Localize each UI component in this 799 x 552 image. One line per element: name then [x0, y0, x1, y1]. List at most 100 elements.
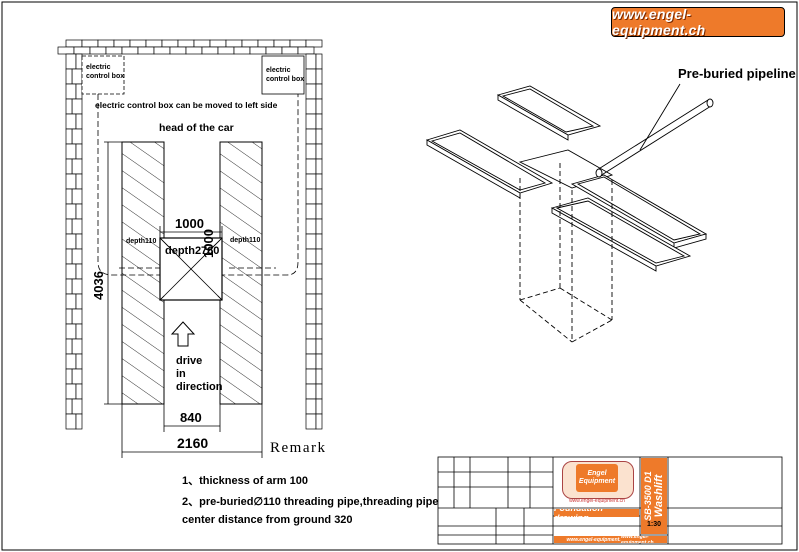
wall-brick	[315, 83, 323, 100]
wall-brick	[169, 46, 187, 55]
remark-item-2: 2、pre-buried∅110 threading pipe,threadin…	[182, 496, 439, 508]
wall-brick	[305, 248, 317, 265]
wall-brick	[201, 46, 219, 55]
wall-brick	[305, 353, 317, 370]
wall-brick	[305, 308, 317, 325]
wall-brick	[65, 278, 73, 295]
logo-word-1: Engel	[587, 470, 607, 477]
wall-brick	[315, 188, 323, 205]
drawing-name-cell: Foundation drawing	[554, 509, 639, 517]
brand-banner[interactable]: www.engel-equipment.ch	[611, 6, 785, 38]
wall-brick	[65, 203, 77, 220]
wall-brick	[75, 413, 83, 430]
wall-brick	[315, 338, 323, 355]
wall-brick	[177, 39, 195, 48]
wall-brick	[75, 383, 83, 400]
wall-brick	[305, 293, 317, 310]
wall-brick	[315, 173, 323, 190]
wall-brick	[315, 98, 323, 115]
wall-brick	[65, 173, 77, 190]
brick-wall	[57, 39, 330, 440]
title-block	[437, 456, 783, 545]
wall-brick	[75, 353, 83, 370]
wall-brick	[71, 368, 83, 385]
wall-brick	[305, 39, 323, 48]
wall-brick	[217, 46, 235, 55]
brand-url: www.engel-equipment.ch	[612, 6, 706, 38]
wall-brick	[305, 398, 317, 415]
wall-brick	[297, 46, 315, 55]
wall-brick	[65, 323, 77, 340]
wall-brick	[305, 368, 317, 385]
wall-brick	[185, 46, 203, 55]
wall-brick	[249, 46, 267, 55]
wall-brick	[121, 46, 139, 55]
wall-brick	[65, 338, 73, 355]
remark-title: Remark	[270, 440, 327, 456]
wall-brick	[75, 293, 83, 310]
right-track	[219, 141, 263, 405]
wall-brick	[315, 233, 323, 250]
wall-brick	[281, 46, 299, 55]
wall-brick	[75, 143, 83, 160]
scale-value: 1:30	[647, 521, 662, 528]
wall-brick	[81, 39, 99, 48]
wall-brick	[161, 39, 179, 48]
wall-brick	[65, 83, 77, 100]
wall-brick	[137, 46, 155, 55]
left-depth-label: depth110	[126, 238, 157, 245]
wall-brick	[305, 188, 317, 205]
wall-brick	[273, 39, 291, 48]
wall-brick	[65, 413, 77, 430]
head-of-car-label: head of the car	[159, 122, 234, 134]
outer-width-dim: 2160	[177, 435, 209, 451]
wall-brick	[315, 53, 323, 70]
wall-brick	[315, 278, 323, 295]
wall-brick	[265, 46, 283, 55]
wall-brick	[315, 218, 323, 235]
wall-brick	[315, 368, 323, 385]
wall-brick	[305, 113, 317, 130]
wall-brick	[289, 39, 307, 48]
wall-brick	[315, 383, 323, 400]
inner-width-dim: 840	[180, 410, 202, 425]
wall-brick	[65, 68, 73, 85]
wall-brick	[75, 233, 83, 250]
wall-brick	[71, 278, 83, 295]
wall-brick	[71, 128, 83, 145]
wall-brick	[65, 383, 77, 400]
wall-brick	[315, 323, 323, 340]
wall-brick	[315, 143, 323, 160]
pit-depth-label: depth2760	[165, 245, 220, 257]
wall-brick	[315, 68, 323, 85]
wall-brick	[73, 46, 91, 55]
wall-brick	[89, 46, 107, 55]
wall-brick	[315, 413, 323, 430]
right-depth-label: depth110	[230, 237, 261, 244]
wall-brick	[305, 233, 317, 250]
wall-brick	[65, 53, 77, 70]
wall-brick	[305, 98, 317, 115]
wall-brick	[315, 158, 323, 175]
wall-brick	[65, 39, 83, 48]
wall-brick	[305, 83, 317, 100]
control-box-right	[261, 55, 305, 95]
wall-brick	[145, 39, 163, 48]
left-track	[121, 141, 165, 405]
wall-brick	[305, 263, 317, 280]
wall-brick	[65, 188, 73, 205]
wall-brick	[305, 323, 317, 340]
wall-brick	[105, 46, 123, 55]
wall-brick	[305, 158, 317, 175]
wall-brick	[71, 158, 83, 175]
wall-brick	[315, 308, 323, 325]
wall-brick	[305, 218, 317, 235]
wall-brick	[315, 203, 323, 220]
wall-brick	[97, 39, 115, 48]
footer-url-right: www.engel-equipment.ch	[621, 536, 667, 543]
